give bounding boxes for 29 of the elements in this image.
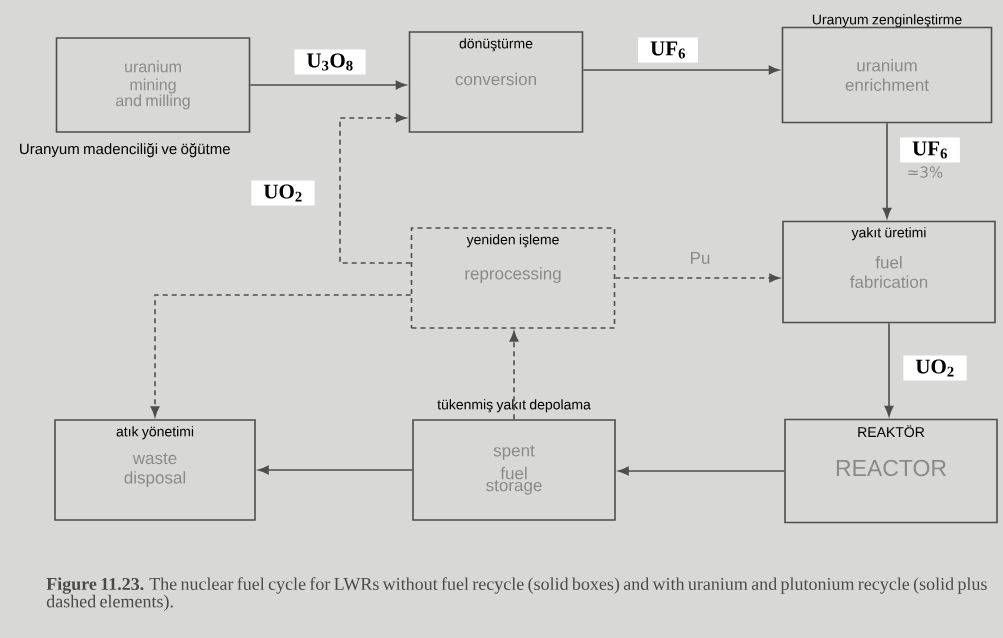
arrow [582,65,780,75]
edge-label: U$_{3}$O$_{8}$ [294,49,366,75]
arrow [882,122,892,219]
process-box: yakıt üretimi fuel fabrication [782,220,996,324]
arrow [884,322,894,417]
arrow [249,80,407,90]
edge-label: UF$_{6}$ [900,137,960,163]
process-box: REAKTÖR REACTOR [784,418,998,524]
arrow [618,466,785,476]
figure-caption: Figure 11.23. The nuclear fuel cycle for LWRs without fuel recycle (solid boxes) and with uranium and plutonium recycle (solid plus dashed elements). [46,577,987,612]
node-label: tükenmiş yakıt depolama [437,399,591,413]
edge-label: UF$_{6}$ [638,37,698,63]
arrow [509,331,519,420]
arrow [614,273,780,283]
arrow [258,465,413,475]
process-box: Uranyum zenginleştirme uranium enrichment [781,14,993,124]
box-caption: Uranyum madenciliği ve öğütme [20,143,230,158]
process-box: tükenmiş yakıt depolama spent fuel storage [412,399,616,521]
process-box: atık yönetimi waste disposal [54,419,256,521]
process-box: uranium mining and milling [55,37,251,133]
edge-label: UO$_{2}$ [251,180,315,206]
arrow [150,294,412,417]
arrow [339,113,412,264]
edge-label: UO$_{2}$ [903,355,967,381]
process-box: dönüştürme conversion [408,31,584,133]
process-box: yeniden işleme reprocessing [410,227,616,329]
node-label: Uranyum zenginleştirme [812,14,962,28]
note-text: ≃3% [908,166,943,178]
edge-label: Pu [687,250,713,266]
